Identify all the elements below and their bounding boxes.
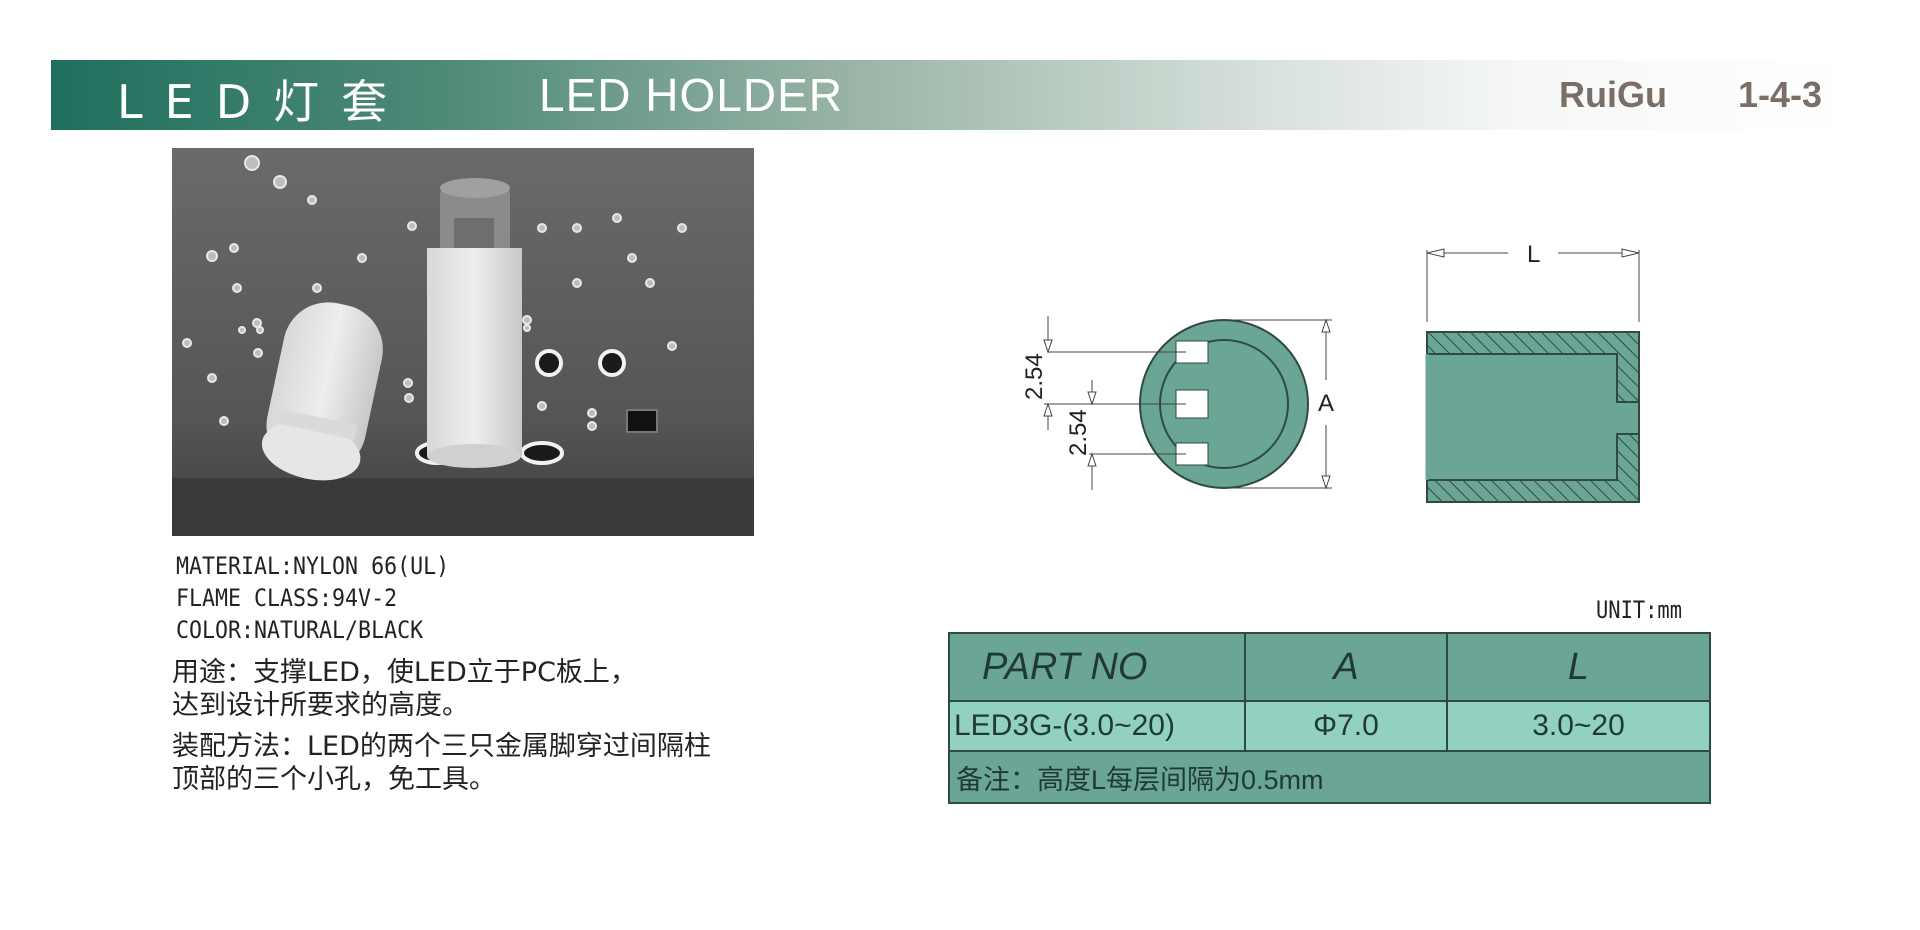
- cell-a: Φ7.0: [1244, 700, 1448, 752]
- led-holder-photo-illustration: [172, 148, 754, 536]
- spec-flame-class: FLAME CLASS:94V-2: [176, 584, 398, 612]
- page-number: 1-4-3: [1738, 74, 1823, 115]
- unit-label: UNIT:mm: [1596, 596, 1682, 624]
- table-note: 备注：高度L每层间隔为0.5mm: [948, 750, 1711, 804]
- diameter-label: A: [1318, 390, 1334, 417]
- usage-line-1: 用途：支撑LED，使LED立于PC板上，: [172, 657, 637, 688]
- assembly-line-2: 顶部的三个小孔，免工具。: [172, 764, 496, 795]
- side-view-drawing: L: [1425, 241, 1640, 503]
- title-english: LED HOLDER: [539, 69, 843, 121]
- technical-drawing: 2.54 2.54 A: [1000, 230, 1680, 524]
- title-chinese: LED灯套: [117, 75, 410, 129]
- top-view-drawing: 2.54 2.54 A: [1021, 316, 1334, 490]
- brand-name: RuiGu: [1559, 74, 1667, 115]
- spec-material: MATERIAL:NYLON 66(UL): [176, 552, 450, 580]
- pitch-label-1: 2.54: [1021, 353, 1048, 400]
- page-header: LED灯套 LED HOLDER RuiGu 1-4-3: [51, 60, 1851, 130]
- table-header-row: PART NO A L: [948, 632, 1711, 702]
- spec-color: COLOR:NATURAL/BLACK: [176, 616, 424, 644]
- header-part-no: PART NO: [948, 632, 1246, 702]
- table-note-row: 备注：高度L每层间隔为0.5mm: [948, 750, 1711, 804]
- usage-description: 用途：支撑LED，使LED立于PC板上， 达到设计所要求的高度。: [172, 656, 637, 722]
- material-specs: MATERIAL:NYLON 66(UL) FLAME CLASS:94V-2 …: [176, 550, 449, 646]
- assembly-description: 装配方法：LED的两个三只金属脚穿过间隔柱 顶部的三个小孔，免工具。: [172, 730, 711, 796]
- pitch-label-2: 2.54: [1065, 409, 1092, 456]
- header-l: L: [1446, 632, 1711, 702]
- header-a: A: [1244, 632, 1448, 702]
- length-label: L: [1527, 241, 1540, 268]
- cell-l: 3.0~20: [1446, 700, 1711, 752]
- product-photo: [172, 148, 754, 536]
- table-row: LED3G-(3.0~20) Φ7.0 3.0~20: [948, 700, 1711, 752]
- usage-line-2: 达到设计所要求的高度。: [172, 690, 469, 721]
- assembly-line-1: 装配方法：LED的两个三只金属脚穿过间隔柱: [172, 731, 711, 762]
- dimension-table: PART NO A L LED3G-(3.0~20) Φ7.0 3.0~20 备…: [948, 632, 1711, 804]
- cell-part-no: LED3G-(3.0~20): [948, 700, 1246, 752]
